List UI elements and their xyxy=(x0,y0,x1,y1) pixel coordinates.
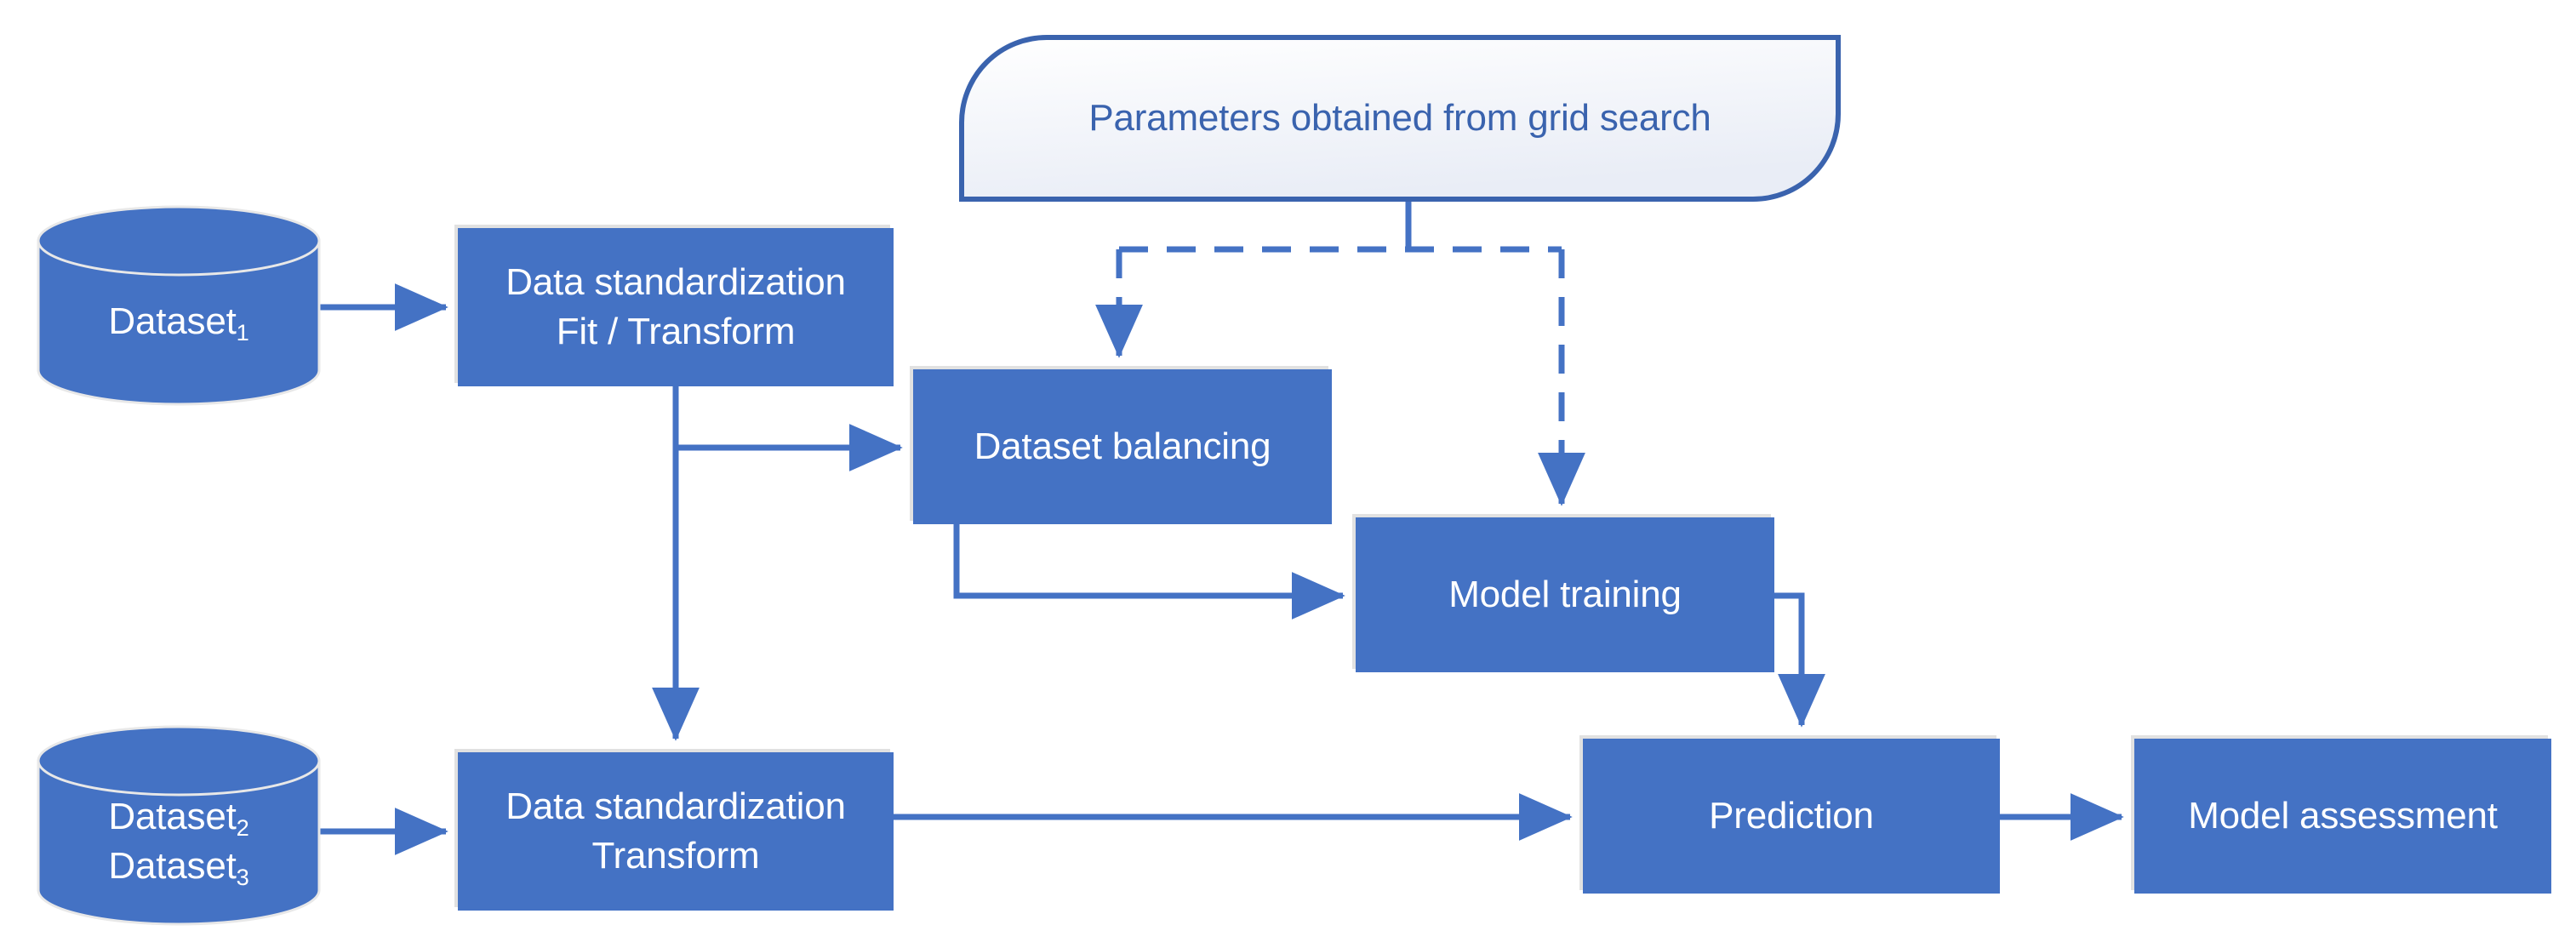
node-dataset23-shape[interactable] xyxy=(37,725,321,926)
node-model-training-shape[interactable] xyxy=(1356,517,1774,672)
node-grid-search-params-shape[interactable] xyxy=(959,35,1841,202)
edge-model-training-to-prediction xyxy=(1774,592,1825,728)
node-dataset-balancing-shape[interactable] xyxy=(913,369,1332,524)
dashed-connectors xyxy=(1095,246,1585,506)
edge-standardize-fit-to-dataset-balancing xyxy=(672,386,903,471)
node-dataset1-shape[interactable] xyxy=(37,205,321,406)
connectors xyxy=(306,199,2124,855)
node-model-assessment-shape[interactable] xyxy=(2134,739,2551,894)
node-prediction-shape[interactable] xyxy=(1583,739,2000,894)
edge-dataset-balancing-to-model-training xyxy=(953,524,1345,620)
node-standardize-fit-shape[interactable] xyxy=(458,228,894,386)
node-standardize-transform-shape[interactable] xyxy=(458,752,894,911)
